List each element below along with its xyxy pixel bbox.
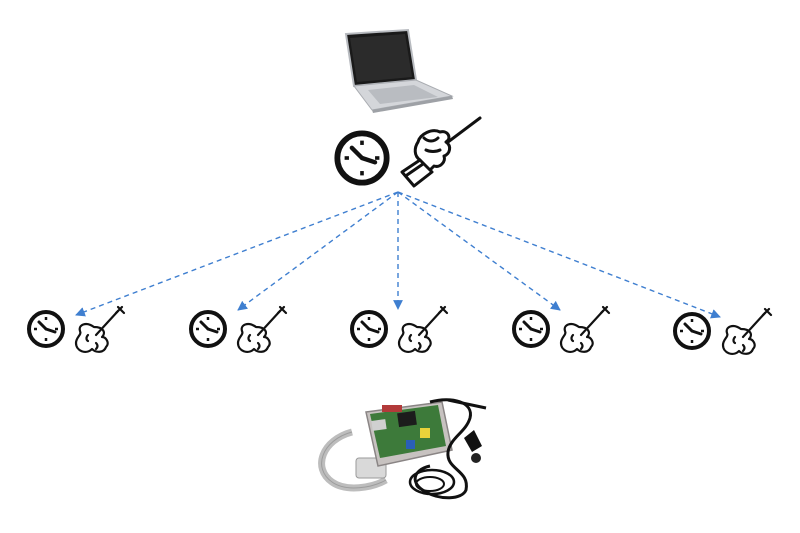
clock-icon <box>189 310 227 348</box>
arrow-to-node-5 <box>397 191 721 319</box>
node-4 <box>512 305 611 353</box>
violin-icon <box>236 305 288 353</box>
violin-icon <box>397 305 449 353</box>
node-1 <box>27 305 126 353</box>
laptop-icon <box>344 28 454 113</box>
clock-icon <box>512 310 550 348</box>
node-5 <box>673 307 773 355</box>
node-2 <box>189 305 288 353</box>
node-3 <box>350 305 449 353</box>
clock-icon <box>673 312 711 350</box>
master-clock-icon <box>337 133 386 182</box>
violin-icon <box>559 305 611 353</box>
arrow-to-node-1 <box>75 191 399 317</box>
violin-icon <box>74 305 126 353</box>
clock-icon <box>27 310 65 348</box>
clock-icon <box>350 310 388 348</box>
raspberry-pi-board-photo <box>318 398 487 500</box>
sync-arrows <box>75 191 721 319</box>
arrow-to-node-4 <box>397 191 561 311</box>
violin-icon <box>721 307 773 355</box>
arrow-to-node-2 <box>237 191 399 311</box>
conductor-hand-baton-icon <box>400 116 482 188</box>
